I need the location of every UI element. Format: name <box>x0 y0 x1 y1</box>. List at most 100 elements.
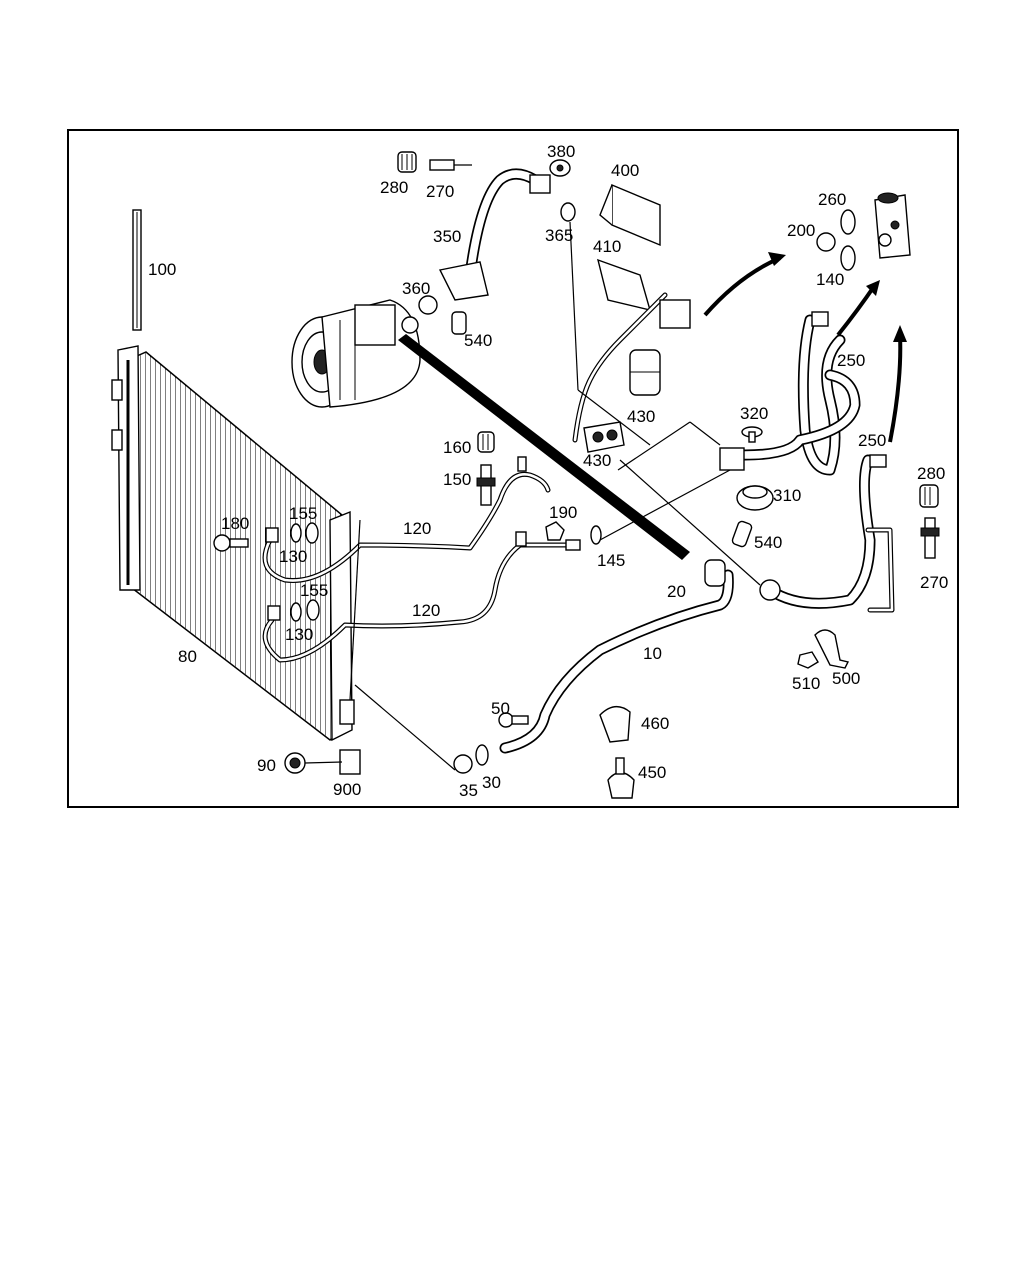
callout-270-right: 270 <box>920 573 948 592</box>
block-fitting <box>719 447 745 471</box>
callout-120: 120 <box>403 519 431 538</box>
seal-130a <box>290 523 302 543</box>
oring-360 <box>418 295 438 315</box>
clip-430-lower <box>583 421 625 453</box>
oring-365 <box>560 202 576 222</box>
oring-260 <box>840 209 856 235</box>
valve-270-top <box>429 159 472 171</box>
callout-labels: 380 400 280 270 350 365 410 260 200 140 … <box>148 142 948 800</box>
arrow-3 <box>888 334 903 443</box>
clip-430-upper <box>629 349 661 396</box>
fitting-top-410 <box>659 299 691 329</box>
bolt-180 <box>213 534 249 552</box>
callout-350: 350 <box>433 227 461 246</box>
callout-430-lower: 430 <box>583 451 611 470</box>
callout-20: 20 <box>667 582 686 601</box>
callout-200: 200 <box>787 221 815 240</box>
callout-30: 30 <box>482 773 501 792</box>
callout-260: 260 <box>818 190 846 209</box>
callout-270: 270 <box>426 182 454 201</box>
compressor-leader <box>398 334 690 560</box>
callout-360: 360 <box>402 279 430 298</box>
callout-90: 90 <box>257 756 276 775</box>
callout-140: 140 <box>816 270 844 289</box>
cap-280-top <box>397 151 417 173</box>
callout-250: 250 <box>837 351 865 370</box>
compressor <box>291 299 421 408</box>
callout-250-lower: 250 <box>858 431 886 450</box>
nut-510 <box>797 651 819 669</box>
callout-280-right: 280 <box>917 464 945 483</box>
grommet-310 <box>736 485 774 511</box>
callout-450: 450 <box>638 763 666 782</box>
callout-180: 180 <box>221 514 249 533</box>
callout-190: 190 <box>549 503 577 522</box>
bolt-320 <box>741 426 763 443</box>
hose-350 <box>438 168 551 301</box>
seal-130b <box>290 602 302 622</box>
callout-410: 410 <box>593 237 621 256</box>
part-90 <box>284 752 306 774</box>
washer-380 <box>549 159 571 177</box>
diagram-frame <box>67 129 959 808</box>
callout-310: 310 <box>773 486 801 505</box>
callout-510: 510 <box>792 674 820 693</box>
clip-460 <box>599 706 631 743</box>
callout-155-lower: 155 <box>300 581 328 600</box>
seal-35 <box>453 754 473 774</box>
clip-450 <box>607 757 635 799</box>
hose-10 <box>499 559 734 754</box>
hose-right <box>759 454 895 613</box>
callout-150: 150 <box>443 470 471 489</box>
callout-380: 380 <box>547 142 575 161</box>
callout-540: 540 <box>464 331 492 350</box>
clamp-500 <box>814 629 850 669</box>
callout-540-right: 540 <box>754 533 782 552</box>
callout-80: 80 <box>178 647 197 666</box>
callout-365: 365 <box>545 226 573 245</box>
callout-50: 50 <box>491 699 510 718</box>
fitting-540-right <box>731 520 753 548</box>
oring-145 <box>590 525 602 545</box>
callout-145: 145 <box>597 551 625 570</box>
callout-460: 460 <box>641 714 669 733</box>
rod-100 <box>132 209 142 331</box>
seal-155a <box>305 522 319 544</box>
bolt-50 <box>498 712 529 728</box>
callout-430: 430 <box>627 407 655 426</box>
hose-250 <box>739 311 861 476</box>
cap-160 <box>477 431 495 453</box>
expansion-valve <box>874 192 911 259</box>
seal-155b <box>306 599 320 621</box>
leader-lines <box>304 221 761 771</box>
callout-120-lower: 120 <box>412 601 440 620</box>
oring-140 <box>840 245 856 271</box>
callout-900: 900 <box>333 780 361 799</box>
seal-30 <box>475 744 489 766</box>
callout-400: 400 <box>611 161 639 180</box>
callout-100: 100 <box>148 260 176 279</box>
callout-500: 500 <box>832 669 860 688</box>
arrow-1 <box>703 256 781 317</box>
nut-200 <box>816 232 836 252</box>
fitting-540-top <box>451 311 467 335</box>
nut-190 <box>545 521 565 541</box>
bracket-410 <box>597 258 652 311</box>
bracket-400 <box>599 183 661 247</box>
callout-130-lower: 130 <box>285 625 313 644</box>
cap-280-right <box>919 484 939 508</box>
part-900 <box>339 749 361 775</box>
callout-155: 155 <box>289 504 317 523</box>
callout-320: 320 <box>740 404 768 423</box>
callout-130: 130 <box>279 547 307 566</box>
valve-150 <box>476 464 496 506</box>
callout-160: 160 <box>443 438 471 457</box>
pipe-120-upper <box>262 456 551 584</box>
pipe-120-lower <box>262 531 581 663</box>
callout-35: 35 <box>459 781 478 800</box>
callout-280: 280 <box>380 178 408 197</box>
valve-270-right <box>920 517 940 559</box>
arrow-2 <box>836 283 877 337</box>
callout-10: 10 <box>643 644 662 663</box>
